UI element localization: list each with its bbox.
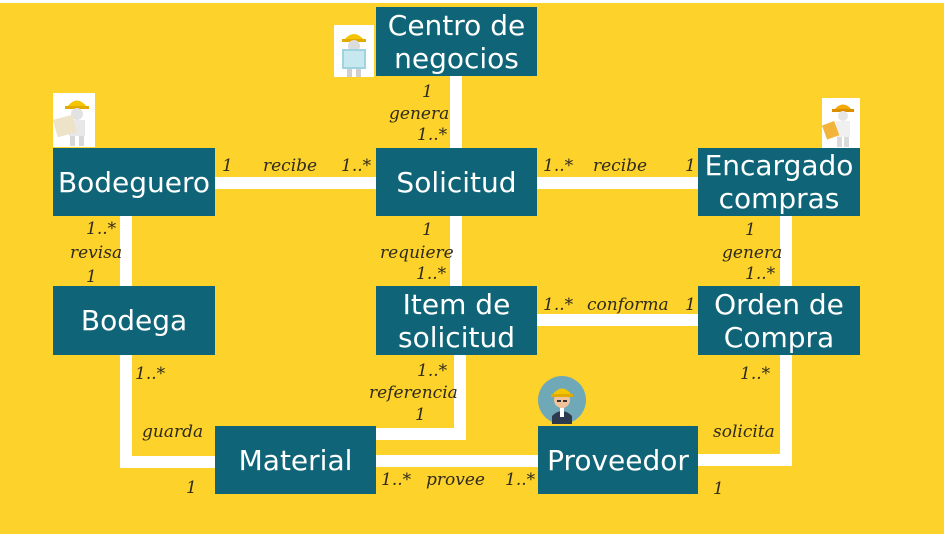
relation-verb-label: recibe <box>593 156 648 176</box>
entity-proveedor: Proveedor <box>538 426 698 494</box>
multiplicity-label: 1..* <box>417 361 448 381</box>
multiplicity-label: 1 <box>86 267 97 287</box>
connector-bodega-material-h <box>120 456 216 468</box>
connector-material-proveedor <box>375 455 539 467</box>
multiplicity-label: 1..* <box>135 364 166 384</box>
relation-verb-label: solicita <box>713 422 775 442</box>
connector-orden-proveedor-v <box>780 354 792 466</box>
worker-avatar-icon <box>538 376 586 424</box>
entity-orden-de-compra: Orden de Compra <box>698 286 860 355</box>
connector-item-material-v <box>454 354 466 440</box>
connector-solicitud-encargado <box>536 177 698 189</box>
relation-verb-label: provee <box>426 470 485 490</box>
multiplicity-label: 1 <box>222 156 233 176</box>
multiplicity-label: 1..* <box>341 156 372 176</box>
connector-bodeguero-solicitud <box>214 177 376 189</box>
multiplicity-label: 1..* <box>745 264 776 284</box>
multiplicity-label: 1 <box>422 220 433 240</box>
multiplicity-label: 1..* <box>543 156 574 176</box>
multiplicity-label: 1 <box>415 405 426 425</box>
multiplicity-label: 1..* <box>381 470 412 490</box>
connector-item-orden <box>536 314 698 326</box>
relation-verb-label: requiere <box>380 243 454 263</box>
relation-verb-label: referencia <box>369 383 458 403</box>
multiplicity-label: 1 <box>745 220 756 240</box>
entity-encargado-compras: Encargado compras <box>698 148 860 216</box>
relation-verb-label: genera <box>722 243 783 263</box>
entity-bodega: Bodega <box>53 286 215 355</box>
connector-centro-solicitud <box>450 75 462 155</box>
connector-item-material-h <box>375 428 466 440</box>
relation-verb-label: conforma <box>587 295 669 315</box>
multiplicity-label: 1..* <box>505 470 536 490</box>
entity-centro-de-negocios: Centro de negocios <box>376 7 537 76</box>
multiplicity-label: 1 <box>186 478 197 498</box>
multiplicity-label: 1 <box>713 479 724 499</box>
multiplicity-label: 1 <box>422 82 433 102</box>
entity-bodeguero: Bodeguero <box>53 148 215 216</box>
connector-bodeguero-bodega <box>120 215 132 287</box>
worker-reading-plans-icon <box>334 25 374 77</box>
multiplicity-label: 1..* <box>417 125 448 145</box>
relation-verb-label: recibe <box>263 156 318 176</box>
worker-with-clipboard-icon <box>822 98 860 148</box>
connector-solicitud-item <box>450 215 462 287</box>
connector-orden-proveedor-h <box>697 454 792 466</box>
worker-with-blueprint-icon <box>53 93 95 147</box>
relation-verb-label: genera <box>389 104 450 124</box>
entity-solicitud: Solicitud <box>376 148 537 216</box>
connector-bodega-material-v <box>120 354 132 466</box>
entity-item-de-solicitud: Item de solicitud <box>376 286 537 355</box>
relation-verb-label: guarda <box>142 422 204 442</box>
multiplicity-label: 1..* <box>416 264 447 284</box>
multiplicity-label: 1 <box>685 295 696 315</box>
multiplicity-label: 1..* <box>543 295 574 315</box>
multiplicity-label: 1..* <box>86 219 117 239</box>
multiplicity-label: 1 <box>685 156 696 176</box>
relation-verb-label: revisa <box>70 243 123 263</box>
connector-encargado-orden <box>780 215 792 287</box>
entity-material: Material <box>215 426 376 494</box>
multiplicity-label: 1..* <box>740 364 771 384</box>
